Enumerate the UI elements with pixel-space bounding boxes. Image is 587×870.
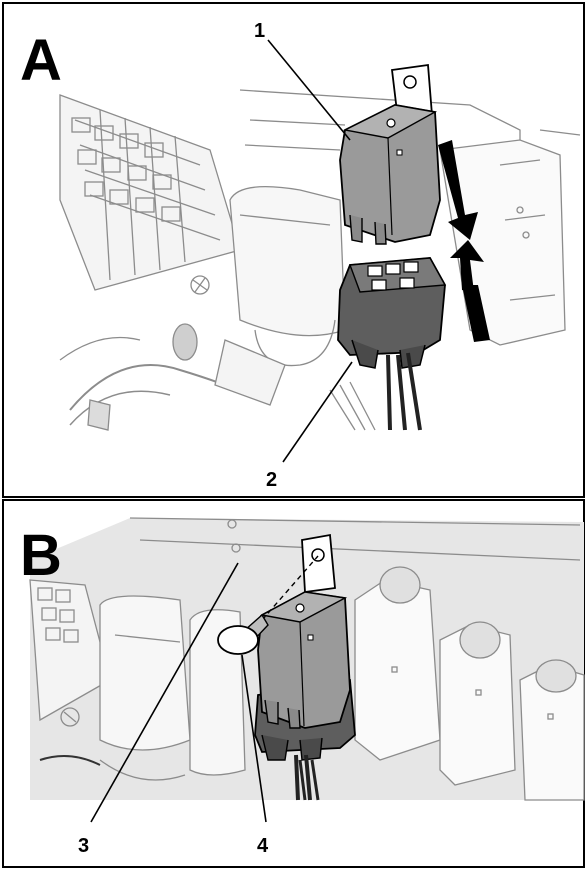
arrow-up-icon xyxy=(450,240,484,292)
relay-mounting-tab xyxy=(301,533,336,594)
panel-a-background-art xyxy=(59,89,581,431)
direction-arrows xyxy=(438,140,490,342)
panel-b-letter: B xyxy=(20,523,62,588)
terminal-slot xyxy=(403,261,419,273)
callout-3: 3 xyxy=(78,835,89,857)
panel-b-background-art xyxy=(29,517,585,801)
terminal-slot xyxy=(399,277,415,289)
callout-1: 1 xyxy=(254,20,265,42)
leader-line-4 xyxy=(241,654,267,823)
leader-line-3 xyxy=(90,562,239,823)
panel-b-relay xyxy=(257,533,351,729)
terminal-slot xyxy=(385,263,401,275)
panel-a-letter: A xyxy=(20,28,62,93)
leader-line-1 xyxy=(267,39,351,141)
leader-line-2 xyxy=(282,361,353,463)
panel-a: A 1 2 xyxy=(2,2,585,498)
relay xyxy=(339,63,441,245)
panel-b: B 3 4 xyxy=(2,499,585,868)
arrow-down-icon xyxy=(438,140,478,240)
callout-2: 2 xyxy=(266,469,277,491)
callout-4: 4 xyxy=(257,835,269,857)
terminal-slot xyxy=(371,279,387,291)
relay-connector-socket xyxy=(337,257,447,431)
push-fastener xyxy=(217,613,269,655)
terminal-slot xyxy=(367,265,383,277)
